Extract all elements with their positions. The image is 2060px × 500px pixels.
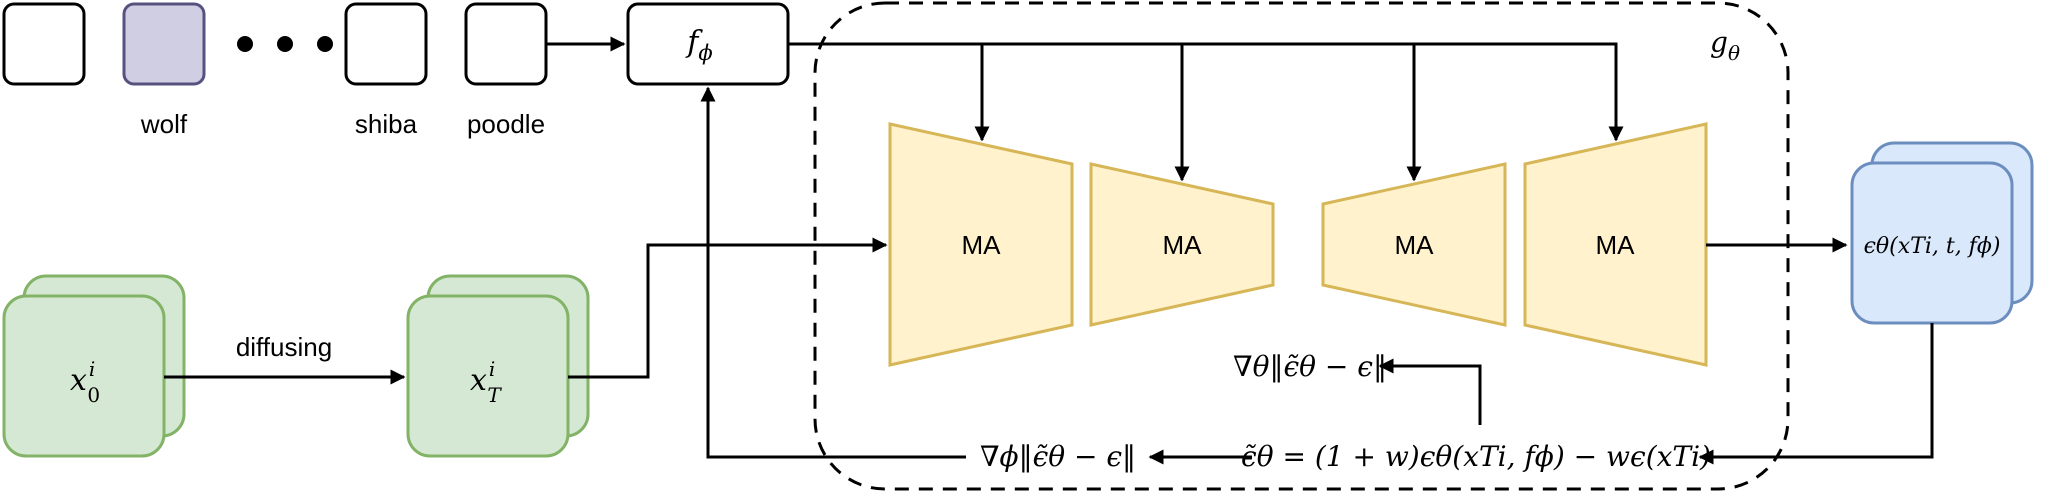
class-box-poodle[interactable] [464,2,548,86]
grad-phi-label: ∇ϕ‖ϵ̃θ − ϵ‖ [980,440,1136,473]
arrow-to-grad-theta [1378,358,1482,425]
arrow-xT-to-unet [568,237,888,379]
ellipsis-dot-3 [317,36,333,52]
ma-block-3[interactable] [1321,162,1507,327]
ma-block-2[interactable] [1089,162,1275,327]
arrow-output-to-guided [1698,323,1934,465]
ma-block-1[interactable] [888,122,1074,367]
g-theta-label: gθ [1710,26,1740,65]
poodle-label: poodle [467,109,545,139]
shiba-label: shiba [355,109,418,139]
guided-epsilon-equation: ϵ̃θ = (1 + w)ϵθ(xTi, fϕ) − wϵ(xTi) [1241,440,1711,473]
ma-block-4[interactable] [1523,122,1708,367]
epsilon-output-label: ϵθ(xTi, t, fϕ) [1864,234,2001,259]
class-box-wolf[interactable] [122,2,206,86]
class-box-empty[interactable] [2,2,86,86]
ma-label-4: MA [1596,230,1636,260]
grad-theta-label: ∇θ‖ϵ̃θ − ϵ‖ [1233,350,1387,383]
ma-label-2: MA [1163,230,1203,260]
ma-label-1: MA [962,230,1002,260]
conditioning-bus [788,42,1624,142]
diffusing-label: diffusing [236,332,332,362]
ellipsis-dot-1 [237,36,253,52]
wolf-label: wolf [140,109,188,139]
arrow-grad-phi-to-fphi [700,86,966,459]
ellipsis-dot-2 [277,36,293,52]
class-box-shiba[interactable] [344,2,428,86]
ma-label-3: MA [1395,230,1435,260]
